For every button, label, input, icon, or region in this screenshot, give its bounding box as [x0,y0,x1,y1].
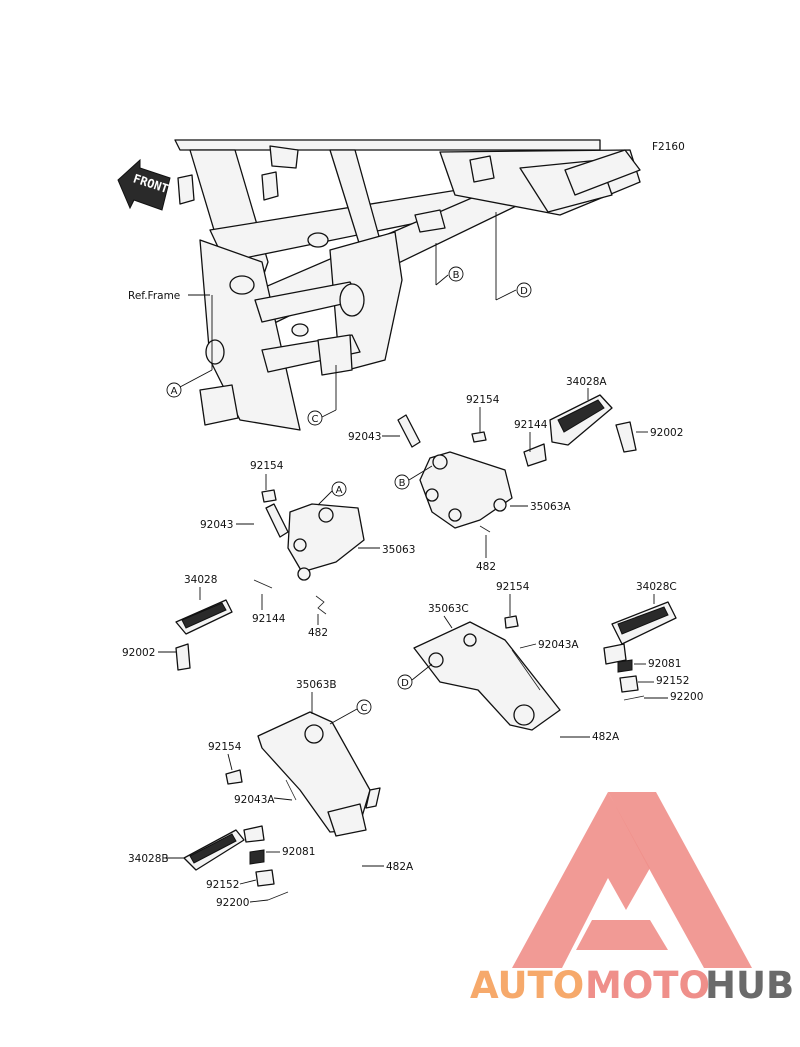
label-92154-left: 92154 [250,460,284,472]
label-92144-right: 92144 [514,419,548,431]
callout-b-assembly: B [394,474,410,490]
callout-a-frame: A [166,382,182,398]
front-arrow-icon: FRONT [117,158,171,211]
svg-text:B: B [399,478,406,489]
watermark-auto: AUTO [470,964,584,1007]
label-92144-left: 92144 [252,613,286,625]
svg-text:C: C [312,414,319,425]
diagram-code: F2160 [652,141,685,153]
watermark-moto: MOTO [585,964,710,1007]
label-92200-bracket-b: 92200 [216,897,249,909]
svg-text:D: D [401,678,409,689]
svg-text:B: B [453,270,460,281]
label-92152-bracket-b: 92152 [206,879,239,891]
label-482A-bracket-c: 482A [592,731,620,743]
label-34028C: 34028C [636,581,677,593]
label-35063A: 35063A [530,501,571,513]
label-92002-right: 92002 [650,427,683,439]
label-482A-bracket-b: 482A [386,861,414,873]
label-34028A: 34028A [566,376,607,388]
footrest-assembly-right [397,394,637,533]
label-92043A-bracket-c: 92043A [538,639,579,651]
label-35063B: 35063B [296,679,337,691]
callout-b-frame: B [448,266,464,282]
footrest-assembly-left [175,489,365,671]
label-92043A-bracket-b: 92043A [234,794,275,806]
passenger-bracket-right [413,601,677,731]
svg-text:A: A [336,485,343,496]
watermark-hub: HUB [705,964,794,1007]
callout-d-frame: D [516,282,532,298]
callout-d-bracket: D [397,674,413,690]
label-92043-left: 92043 [200,519,233,531]
svg-text:D: D [520,286,528,297]
watermark-text: AUTO MOTO HUB [470,964,794,1007]
ref-frame-label: Ref.Frame [128,290,180,302]
callout-c-frame: C [307,410,323,426]
label-92154-right: 92154 [466,394,500,406]
label-482-right: 482 [476,561,496,573]
label-92200-bracket-c: 92200 [670,691,703,703]
label-35063C: 35063C [428,603,469,615]
label-92081-bracket-b: 92081 [282,846,315,858]
callout-a-assembly: A [331,481,347,497]
svg-text:A: A [171,386,178,397]
label-34028: 34028 [184,574,217,586]
label-92152-bracket-c: 92152 [656,675,689,687]
watermark-logo [512,792,752,968]
svg-text:C: C [361,703,368,714]
label-92154-bracket-c: 92154 [496,581,530,593]
label-482-left: 482 [308,627,328,639]
label-35063: 35063 [382,544,415,556]
label-92081-bracket-c: 92081 [648,658,681,670]
passenger-bracket-left [183,711,381,901]
label-92002-left: 92002 [122,647,155,659]
label-34028B: 34028B [128,853,169,865]
label-92154-bracket-b: 92154 [208,741,242,753]
frame-drawing [174,139,641,431]
label-92043-right: 92043 [348,431,381,443]
callout-c-bracket: C [356,699,372,715]
